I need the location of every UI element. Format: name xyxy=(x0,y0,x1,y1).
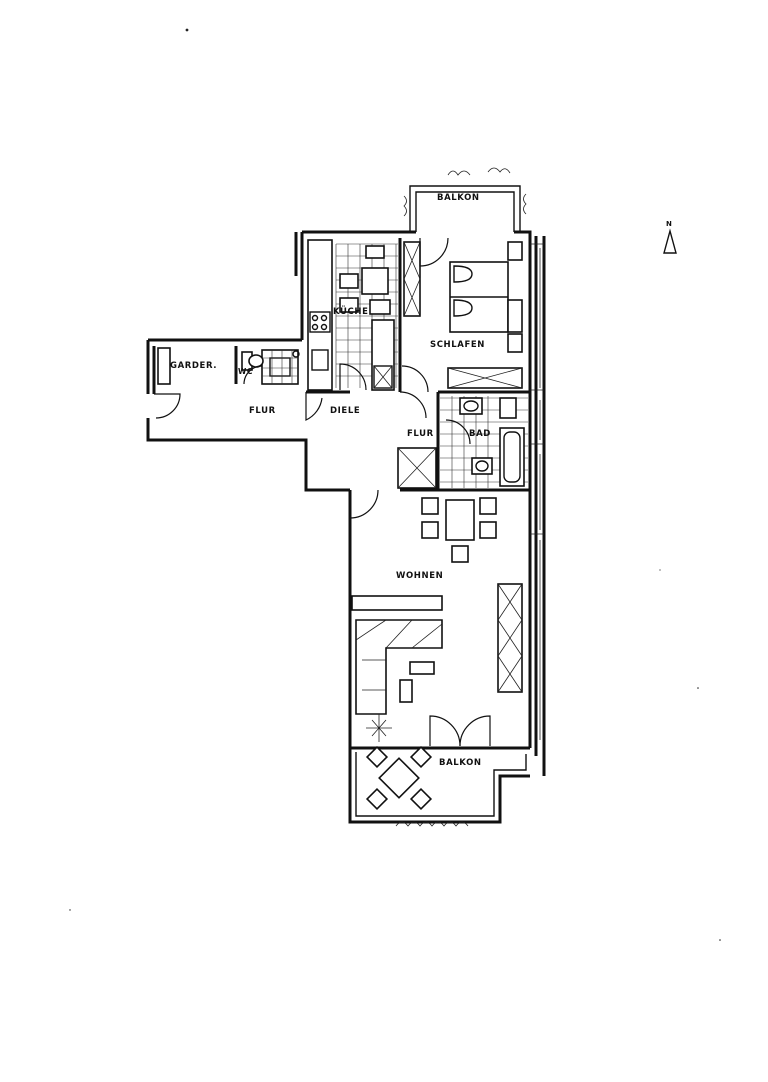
label-schlafen: SCHLAFEN xyxy=(430,340,485,350)
bedroom-fixtures xyxy=(401,237,523,393)
label-kueche: KÜCHE xyxy=(333,306,369,317)
label-garderobe: GARDER. xyxy=(170,361,217,371)
label-diele: DIELE xyxy=(330,406,360,416)
kitchen-fixtures xyxy=(307,239,398,391)
hall-doors xyxy=(305,391,437,519)
balkon-bottom xyxy=(348,745,530,827)
label-wc: WC xyxy=(238,367,253,376)
label-balkon-bottom: BALKON xyxy=(439,758,482,768)
living-room-furniture xyxy=(351,497,523,747)
scan-specks xyxy=(69,28,721,941)
double-bed xyxy=(449,261,509,333)
stove-icon xyxy=(309,311,331,333)
label-flur-left: FLUR xyxy=(249,406,276,416)
garderobe-wc-fixtures xyxy=(154,346,300,419)
label-bad: BAD xyxy=(469,429,491,439)
label-flur-mid: FLUR xyxy=(407,429,434,439)
north-arrow xyxy=(663,228,677,254)
balkon-top xyxy=(403,167,527,232)
label-balkon-top: BALKON xyxy=(437,193,480,203)
north-label: N xyxy=(666,220,672,228)
corner-sofa xyxy=(355,619,443,715)
bathtub-icon xyxy=(499,427,525,487)
dining-table xyxy=(421,497,497,563)
bathroom-fixtures xyxy=(440,396,528,488)
facade-windows xyxy=(530,243,544,740)
balcony-table-set xyxy=(365,745,433,811)
label-wohnen: WOHNEN xyxy=(396,571,443,581)
